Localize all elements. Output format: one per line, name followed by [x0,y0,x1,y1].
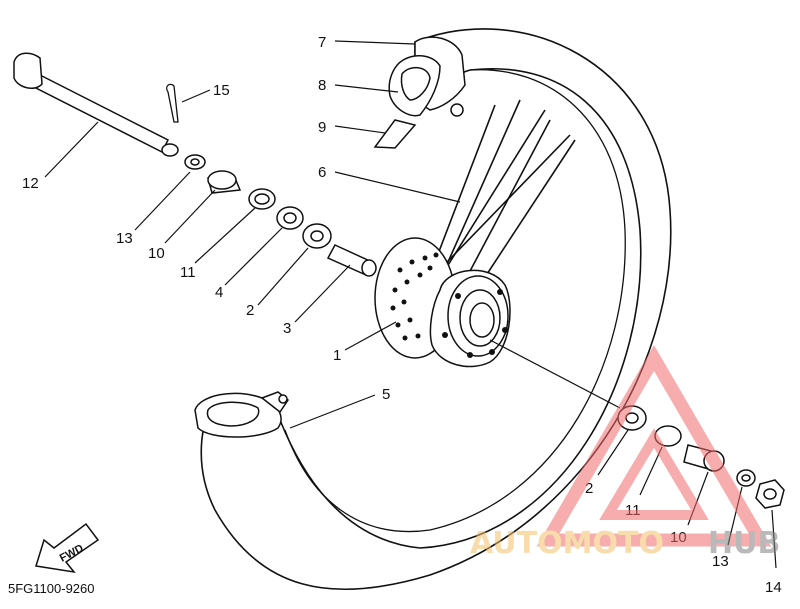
callout-label: 13 [712,553,729,570]
leader-lines [44,40,777,569]
watermark: AUTOMOTO HUB [470,345,780,561]
callout-label: 2 [246,302,254,319]
callout-label: 6 [318,164,326,181]
callout-label: 11 [180,264,196,281]
callout-label: 7 [318,34,326,51]
callout-label: 9 [318,119,326,136]
callout-label: 4 [215,284,223,301]
callout-label: 1 [333,347,341,364]
cotter-pin [166,83,179,123]
callout-label: 14 [765,579,782,596]
watermark-logo-icon [536,345,772,547]
callout-label: 10 [148,245,165,262]
hub [429,269,511,368]
fwd-arrow: FWD [35,522,100,574]
tire-section-bottom [194,391,290,438]
left-bearing-stack [184,154,377,277]
callout-label: 13 [116,230,133,247]
callout-label: 2 [585,480,593,497]
callout-label: 15 [213,82,230,99]
callout-label: 5 [382,386,390,403]
callout-label: 12 [22,175,39,192]
axle-centerline [489,339,621,409]
part-code: 5FG1100-9260 [8,581,95,596]
callout-label: 3 [283,320,291,337]
watermark-text-right: HUB [708,526,780,561]
callout-label: 8 [318,77,326,94]
axle [13,52,179,157]
fwd-arrow-icon [35,522,100,574]
watermark-text-left: AUTOMOTO [470,526,664,561]
tire-section-top [373,36,466,149]
